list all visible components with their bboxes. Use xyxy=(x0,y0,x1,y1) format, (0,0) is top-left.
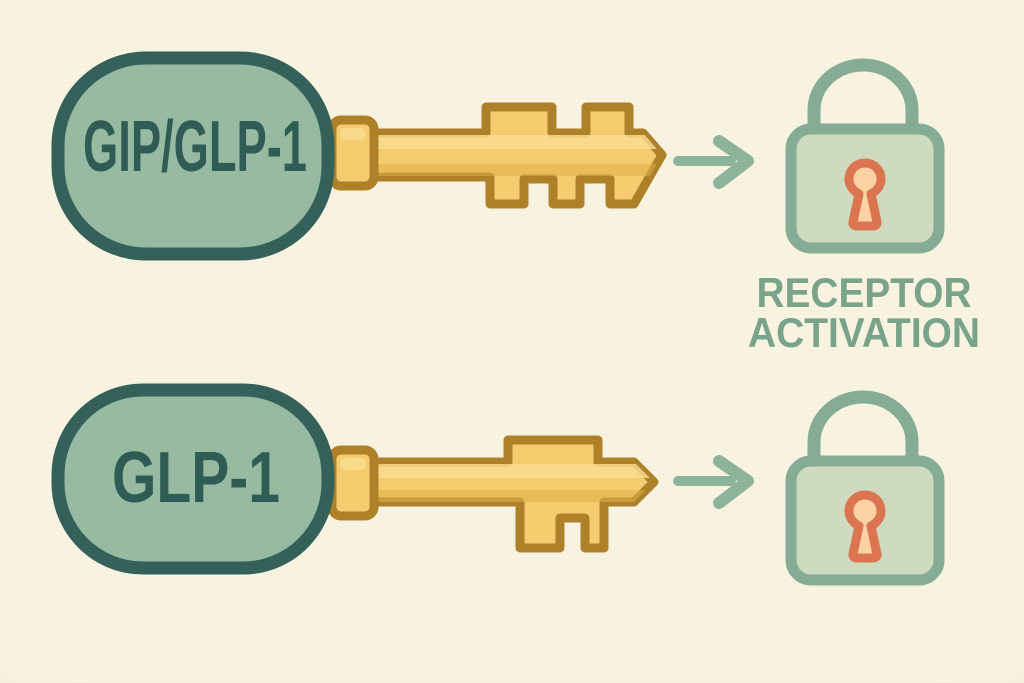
keyhole-icon xyxy=(844,490,886,563)
key-icon: GIP/GLP-1 xyxy=(51,51,667,261)
key-blade-shading xyxy=(368,464,654,502)
caption-line-2: ACTIVATION xyxy=(748,309,980,356)
padlock-icon xyxy=(785,390,945,586)
padlock-shackle xyxy=(807,390,919,473)
padlock-shackle xyxy=(807,58,919,141)
row-glp1-key: GLP-1 xyxy=(51,383,945,586)
key-blade xyxy=(363,102,667,209)
receptor-activation-caption: RECEPTOR ACTIVATION xyxy=(748,269,980,356)
padlock-icon xyxy=(785,58,945,254)
key-label: GLP-1 xyxy=(112,438,280,518)
arrow-right-icon xyxy=(673,135,754,189)
key-collar-highlight xyxy=(340,128,366,140)
keyhole-icon xyxy=(844,158,886,231)
key-icon: GLP-1 xyxy=(51,383,659,575)
arrow-right-icon xyxy=(673,455,754,509)
caption-line-1: RECEPTOR xyxy=(757,269,972,316)
key-blade-shading xyxy=(368,135,662,176)
key-head xyxy=(51,51,335,261)
row-gip-glp1-key: GIP/GLP-1 xyxy=(51,51,945,261)
key-collar-highlight xyxy=(340,458,366,470)
key-head xyxy=(51,383,335,575)
key-label: GIP/GLP-1 xyxy=(83,107,307,187)
